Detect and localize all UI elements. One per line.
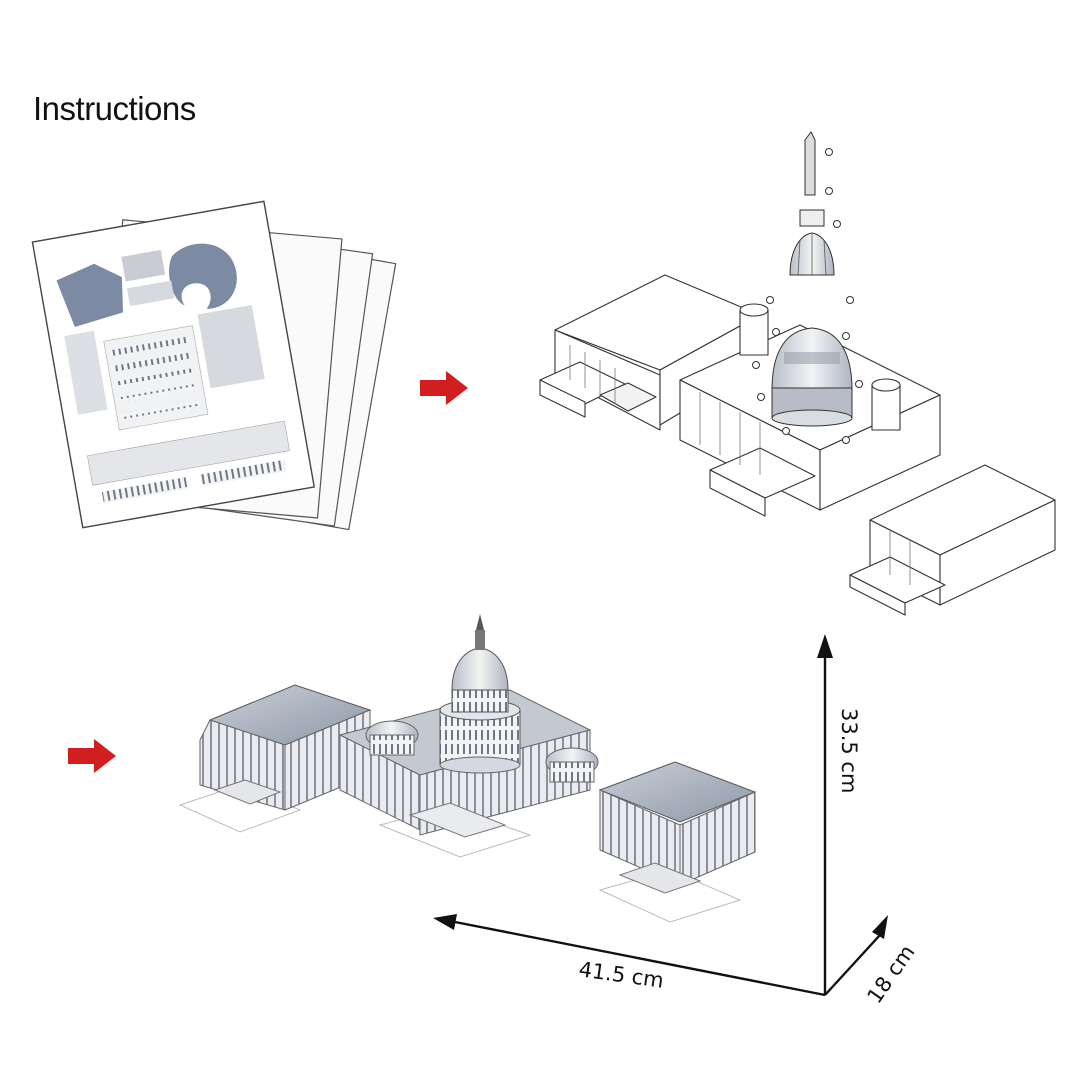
- depth-dimension-label: 18 cm: [862, 941, 919, 1008]
- exploded-dome-parts: [752, 131, 863, 444]
- red-arrow-icon: [420, 371, 468, 405]
- red-arrow-icon: [68, 739, 116, 773]
- width-dimension-label: 41.5 cm: [577, 957, 665, 993]
- page-title: Instructions: [33, 90, 196, 127]
- height-dimension-label: 33.5 cm: [837, 708, 861, 793]
- dimension-lines: [433, 634, 888, 997]
- exploded-assembly-diagram: [539, 274, 1056, 616]
- front-sheet: [31, 200, 316, 529]
- puzzle-sheets: [31, 200, 397, 531]
- finished-model: [178, 614, 757, 923]
